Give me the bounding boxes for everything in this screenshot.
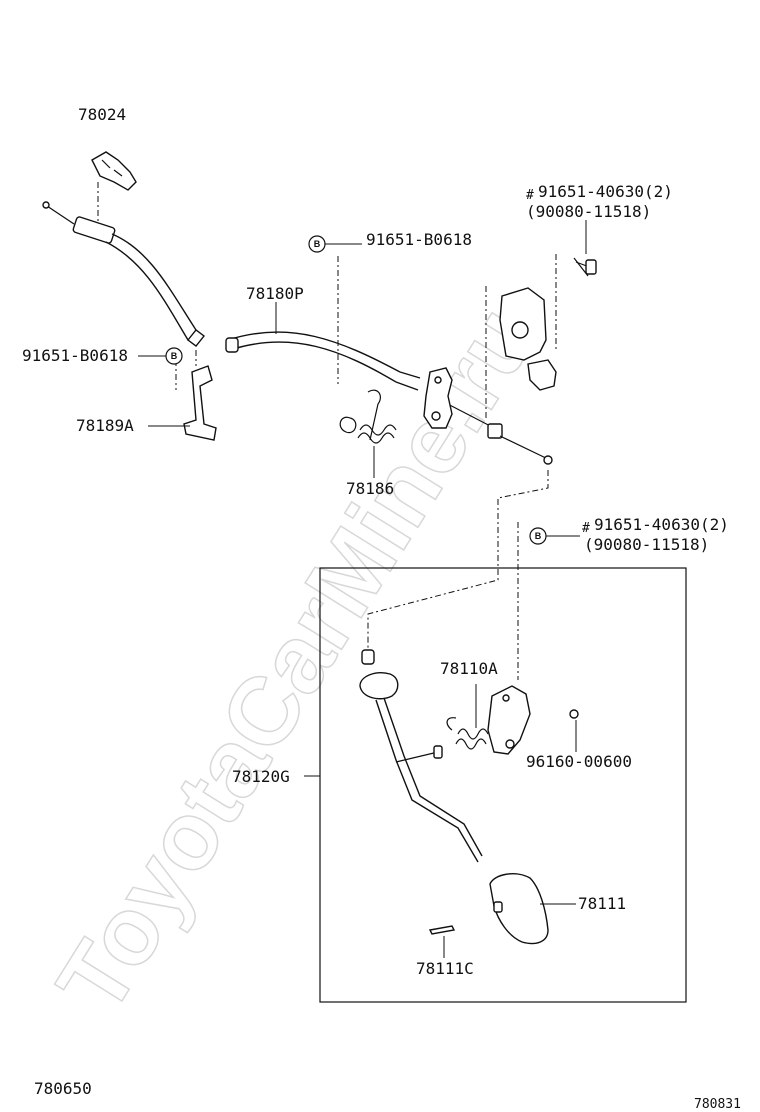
label-91651-b0618-top: 91651-B0618 xyxy=(366,230,472,249)
label-78110a: 78110A xyxy=(440,659,498,678)
bolt-91651-40630-top xyxy=(573,220,597,277)
hash-marker-top: # xyxy=(526,188,534,203)
spring-78186 xyxy=(339,389,397,478)
connection-guides xyxy=(367,470,549,680)
label-91651-b0618-left: 91651-B0618 xyxy=(22,346,128,365)
footer-right-code: 780831 xyxy=(694,1097,741,1112)
cable-bracket xyxy=(337,254,557,429)
pedal-lever-78120g xyxy=(359,649,483,863)
label-78186: 78186 xyxy=(346,479,394,498)
label-96160-00600: 96160-00600 xyxy=(526,752,632,771)
svg-text:B: B xyxy=(314,239,321,249)
label-78111: 78111 xyxy=(578,894,626,913)
label-78180p: 78180P xyxy=(246,284,304,303)
svg-text:B: B xyxy=(535,531,542,541)
spring-bracket-78110a xyxy=(446,684,579,755)
label-78120g: 78120G xyxy=(232,767,290,786)
label-90080-11518-mid: (90080-11518) xyxy=(584,535,709,554)
label-78024: 78024 xyxy=(78,105,126,124)
b-marker-mid: B xyxy=(529,527,580,545)
clip-78024 xyxy=(91,151,137,224)
b-marker-left: B xyxy=(138,347,183,365)
label-91651-40630-mid: 91651-40630(2) xyxy=(594,515,729,534)
svg-text:B: B xyxy=(171,351,178,361)
cable-upper-segment xyxy=(42,201,205,347)
pedal-pad-78111 xyxy=(489,873,576,945)
label-78189a: 78189A xyxy=(76,416,134,435)
bracket-78189a xyxy=(175,350,217,441)
label-90080-11518-top: (90080-11518) xyxy=(526,202,651,221)
footer-left-code: 780650 xyxy=(34,1079,92,1098)
pin-78111c xyxy=(428,925,456,958)
label-78111c: 78111C xyxy=(416,959,474,978)
pedal-assembly-frame xyxy=(319,567,687,1003)
b-marker-top: B xyxy=(308,235,362,253)
label-91651-40630-top: 91651-40630(2) xyxy=(538,182,673,201)
hash-marker-mid: # xyxy=(582,521,590,536)
